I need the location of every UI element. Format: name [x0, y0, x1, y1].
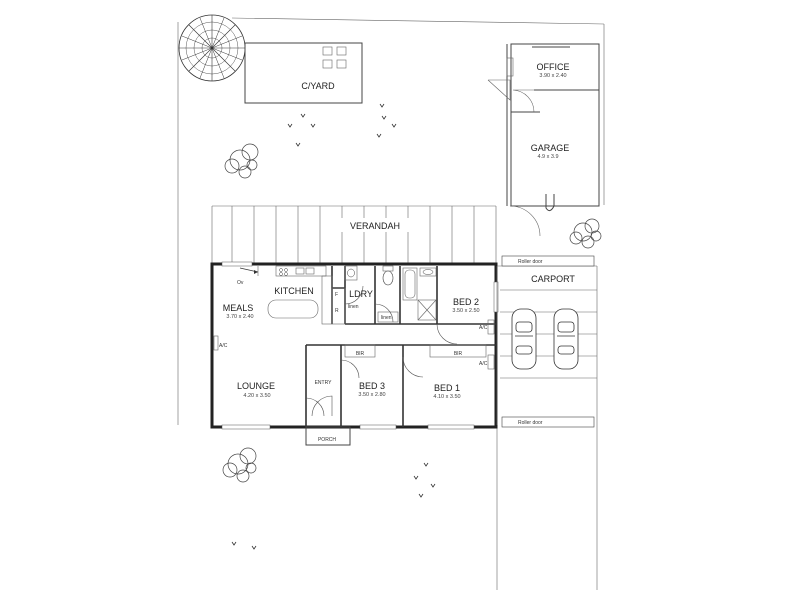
verandah-label: VERANDAH: [350, 221, 400, 231]
entry-label: ENTRY: [315, 380, 333, 386]
bir-bed1-label: BIR: [454, 351, 463, 357]
office-size: 3.90 x 2.40: [539, 73, 566, 79]
room-labels: MEALS 3.70 x 2.40 BED 2 3.50 x 2.50 LOUN…: [219, 297, 488, 400]
porch: PORCH: [305, 426, 351, 446]
roller-door-bottom-label: Roller door: [518, 420, 543, 426]
bed2-size: 3.50 x 2.50: [452, 308, 479, 314]
kitchen-label: KITCHEN: [274, 286, 314, 296]
lounge-label: LOUNGE: [237, 381, 275, 391]
office-label: OFFICE: [537, 62, 570, 72]
tree-icon: [224, 143, 259, 179]
ac-bed1-label: A/C: [479, 361, 488, 367]
fridge-label: F: [335, 292, 338, 298]
carport-label: CARPORT: [531, 274, 575, 284]
bed1-size: 4.10 x 3.50: [433, 394, 460, 400]
shrub-icon: [231, 103, 436, 550]
verandah: VERANDAH: [211, 205, 497, 264]
carport: Roller door Roller door CARPORT: [496, 255, 598, 428]
bed3-label: BED 3: [359, 381, 385, 391]
ac-meals-label: A/C: [219, 343, 228, 349]
property-boundary: [177, 17, 605, 590]
linen-label-2: linen: [381, 315, 392, 321]
bed3-size: 3.50 x 2.80: [358, 392, 385, 398]
car-icon: [511, 308, 537, 370]
car-icon: [553, 308, 579, 370]
garage-size: 4.9 x 3.9: [537, 154, 558, 160]
interior-walls: [305, 266, 496, 427]
linen-label: linen: [348, 304, 359, 310]
tree-icon: [569, 218, 602, 249]
ac-units: [213, 319, 495, 370]
cyard-area: C/YARD: [244, 42, 363, 104]
door-swings: [305, 285, 458, 417]
ldry-label: LDRY: [349, 289, 373, 299]
office-garage-block: OFFICE 3.90 x 2.40 GARAGE 4.9 x 3.9: [487, 43, 600, 237]
cyard-label: C/YARD: [301, 81, 335, 91]
clothesline-icon: [178, 14, 246, 82]
bed1-label: BED 1: [434, 383, 460, 393]
porch-label: PORCH: [318, 437, 336, 443]
roller-door-top-label: Roller door: [518, 259, 543, 265]
bed2-label: BED 2: [453, 297, 479, 307]
bir-bed3-label: BIR: [356, 351, 365, 357]
r-label: R: [335, 308, 339, 314]
tree-icon: [222, 447, 257, 483]
ac-bed2-label: A/C: [479, 325, 488, 331]
lounge-size: 4.20 x 3.50: [243, 393, 270, 399]
meals-size: 3.70 x 2.40: [226, 314, 253, 320]
oven-label: Ov: [237, 280, 244, 286]
windows: [221, 261, 499, 430]
wet-area-fixtures: F R linen linen LDRY: [331, 265, 437, 325]
garage-label: GARAGE: [531, 143, 570, 153]
meals-label: MEALS: [223, 303, 254, 313]
